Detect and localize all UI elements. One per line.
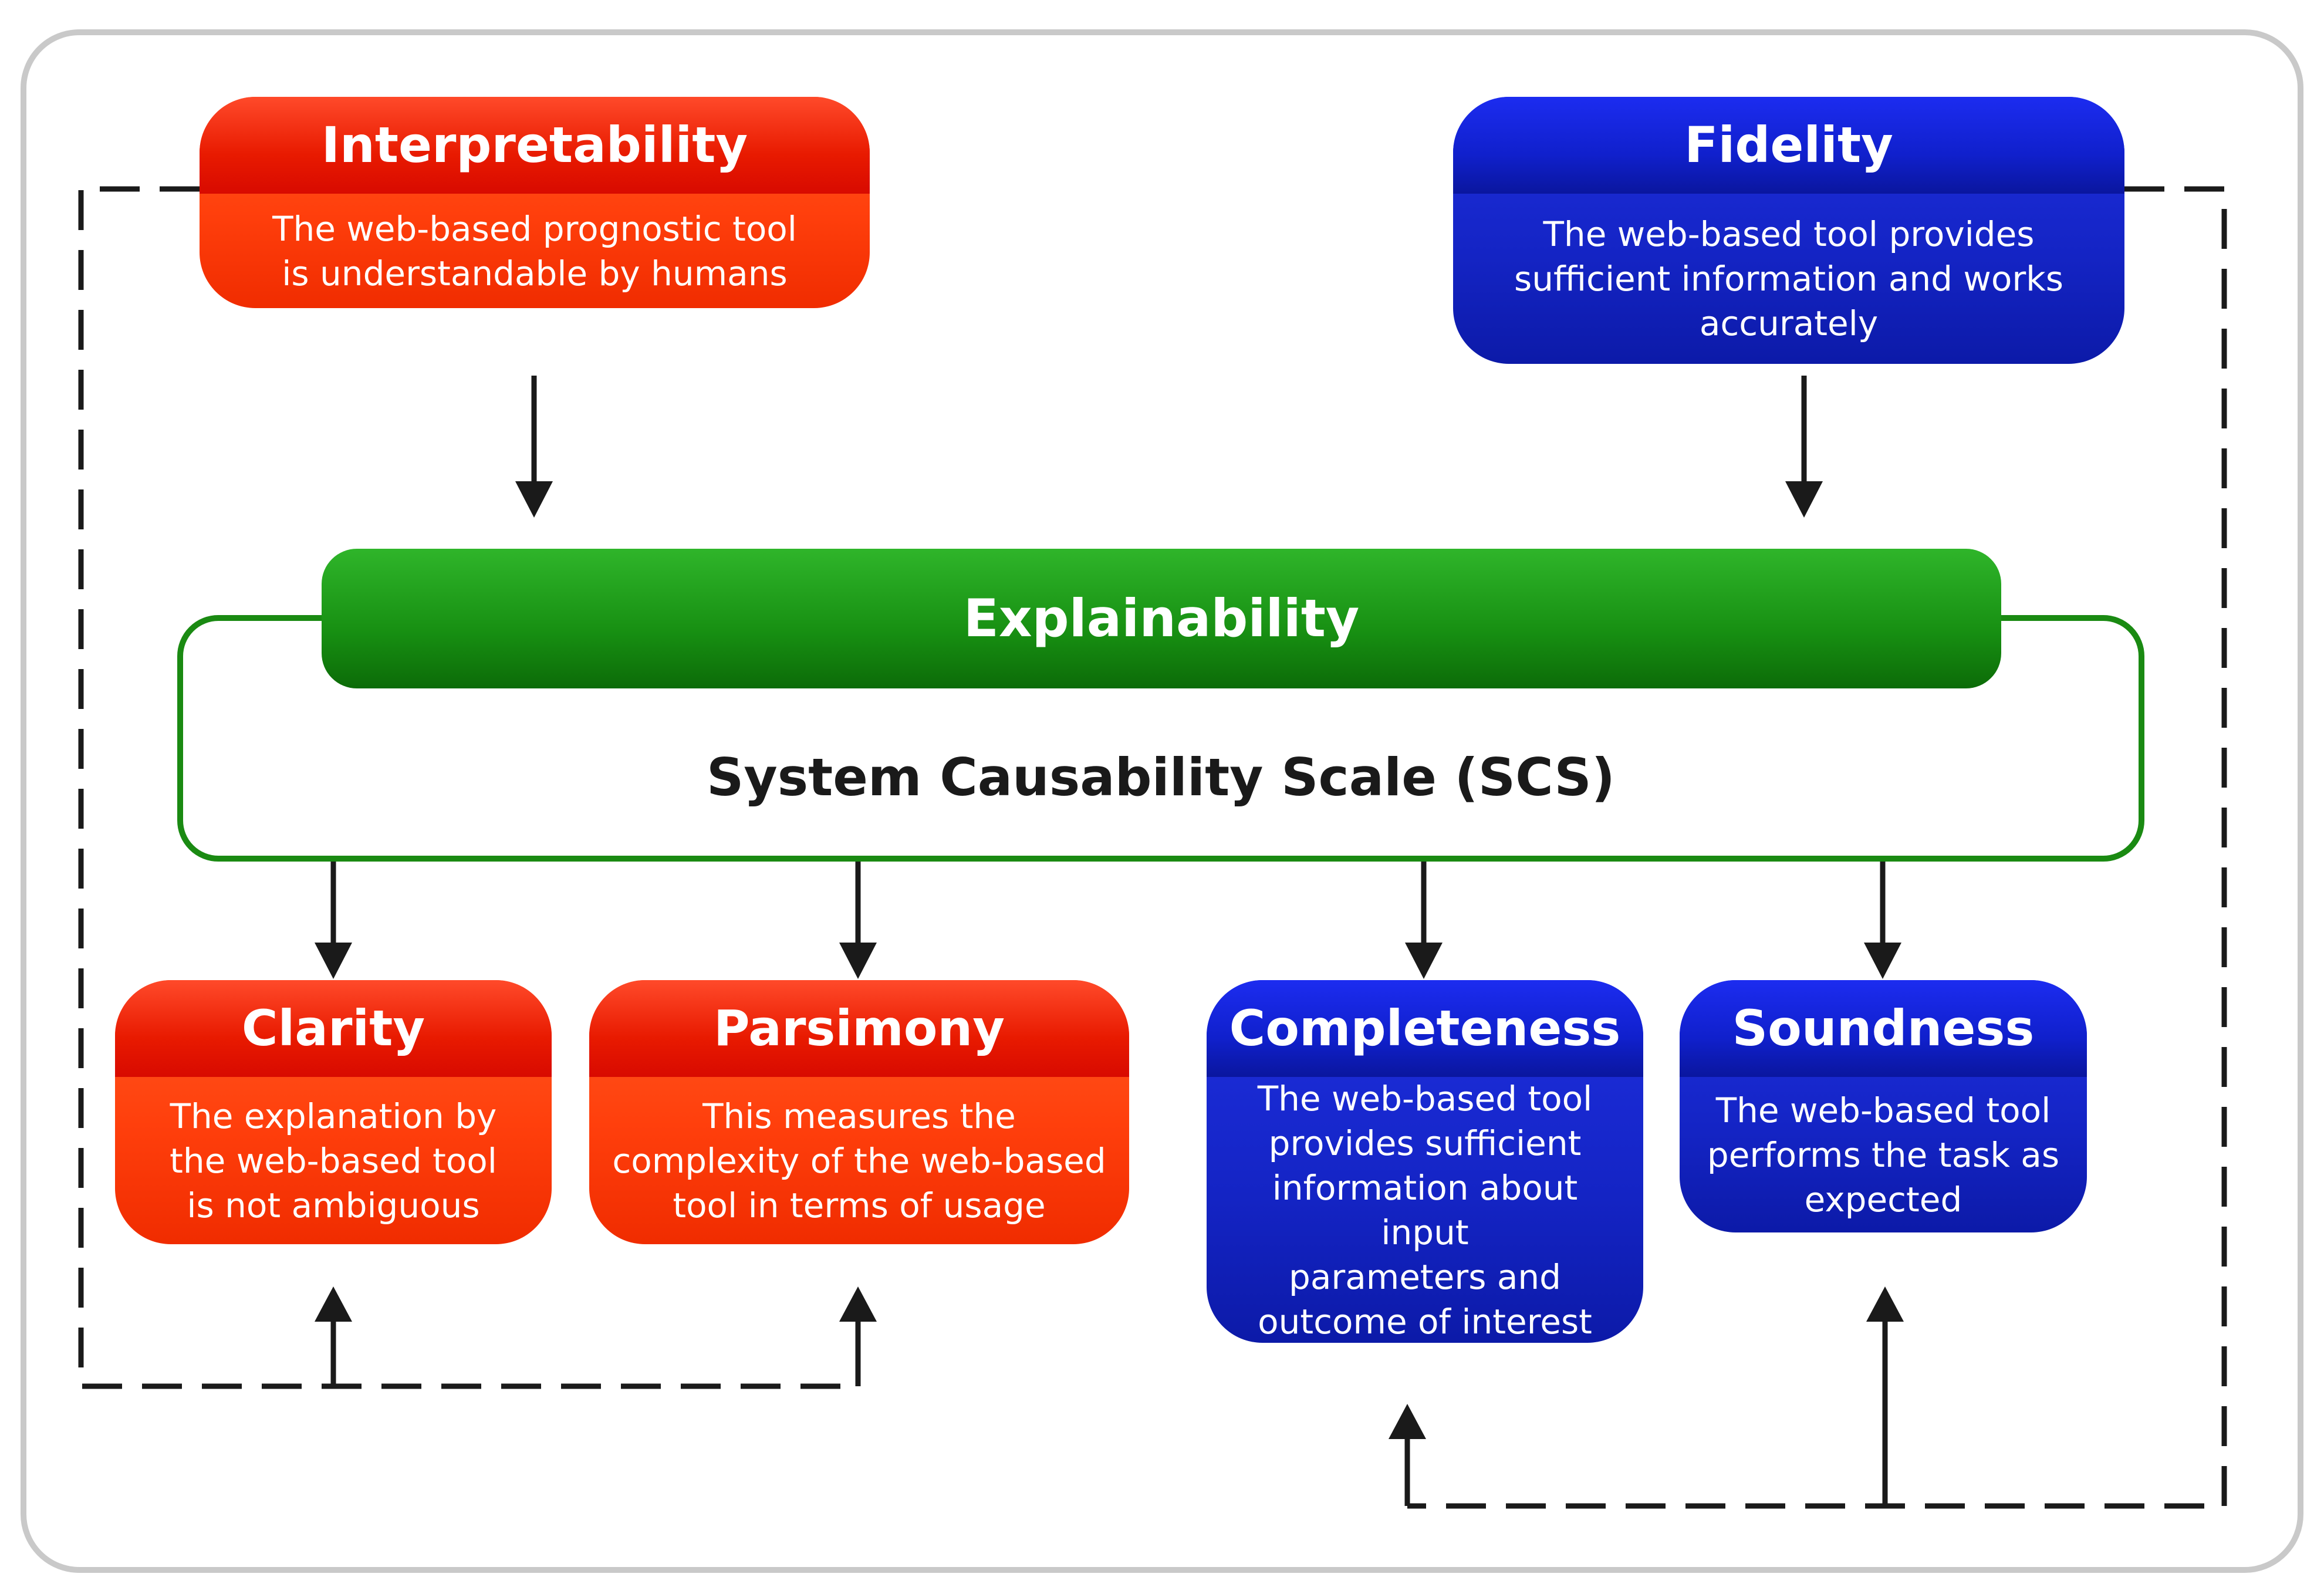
- fidelity-description: The web-based tool provides sufficient i…: [1514, 214, 2063, 343]
- completeness-card: Completeness The web-based tool provides…: [1207, 980, 1643, 1343]
- arrowhead-up-icon: [1389, 1404, 1426, 1439]
- arrowhead-down-icon: [1864, 943, 1901, 979]
- parsimony-card: Parsimony This measures the complexity o…: [589, 980, 1129, 1244]
- arrowhead-down-icon: [515, 481, 553, 518]
- dashed-loop-left: [78, 186, 858, 1389]
- clarity-title: Clarity: [115, 980, 552, 1077]
- soundness-card: Soundness The web-based tool performs th…: [1680, 980, 2087, 1232]
- clarity-description: The explanation by the web-based tool is…: [170, 1096, 497, 1225]
- soundness-title: Soundness: [1680, 980, 2087, 1077]
- dashed-loop-right: [1407, 186, 2227, 1509]
- interpretability-card: Interpretability The web-based prognosti…: [200, 97, 870, 308]
- fidelity-card: Fidelity The web-based tool provides suf…: [1453, 97, 2124, 364]
- scs-label: System Causability Scale (SCS): [707, 747, 1615, 808]
- arrowhead-up-icon: [1866, 1286, 1904, 1322]
- fidelity-title: Fidelity: [1453, 97, 2124, 194]
- interpretability-title: Interpretability: [200, 97, 870, 194]
- arrowhead-down-icon: [1785, 481, 1823, 518]
- arrowhead-up-icon: [315, 1286, 352, 1322]
- completeness-title: Completeness: [1207, 980, 1643, 1077]
- completeness-description: The web-based tool provides sufficient i…: [1257, 1078, 1593, 1342]
- arrowhead-down-icon: [1405, 943, 1443, 979]
- interpretability-description: The web-based prognostic tool is underst…: [272, 208, 797, 293]
- explainability-bar: Explainability: [322, 549, 2001, 688]
- arrowhead-down-icon: [315, 943, 352, 979]
- parsimony-title: Parsimony: [589, 980, 1129, 1077]
- arrowhead-up-icon: [839, 1286, 877, 1322]
- clarity-card: Clarity The explanation by the web-based…: [115, 980, 552, 1244]
- parsimony-description: This measures the complexity of the web-…: [612, 1096, 1106, 1225]
- arrowhead-down-icon: [839, 943, 877, 979]
- soundness-description: The web-based tool performs the task as …: [1707, 1090, 2060, 1220]
